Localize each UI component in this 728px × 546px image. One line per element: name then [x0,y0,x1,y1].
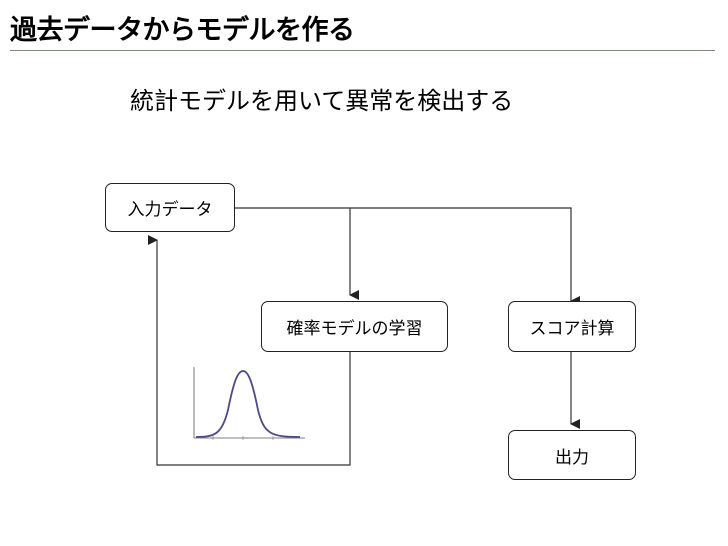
slide-subtitle: 統計モデルを用いて異常を検出する [130,87,514,115]
distribution-curve [195,370,301,438]
feedback-loop-connector [148,235,351,466]
node-output: 出力 [508,430,636,480]
node-score-calc: スコア計算 [508,301,636,352]
node-model-learning: 確率モデルの学習 [261,301,448,352]
slide-title: 過去データからモデルを作る [10,15,355,46]
node-input-data: 入力データ [105,183,235,232]
title-underline [10,50,715,51]
normal-distribution-icon [193,367,305,440]
connector-input-to-branches [235,207,580,306]
